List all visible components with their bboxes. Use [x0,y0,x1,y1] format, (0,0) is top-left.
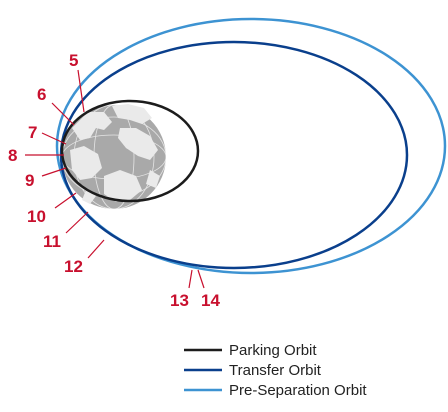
leader-line-6 [51,102,75,126]
leader-line-12 [87,239,105,259]
leader-line-7 [41,132,67,145]
leader-line-5 [77,69,85,113]
legend-item-transfer: Transfer Orbit [184,362,322,379]
legend-label-parking: Parking Orbit [229,342,317,359]
leader-line-14 [197,269,205,289]
pre-separation-orbit-path [55,17,447,275]
event-label-9: 9 [25,171,34,190]
earth-globe [61,104,167,210]
event-label-11: 11 [43,232,61,251]
leader-line-11 [65,211,89,234]
event-label-13: 13 [170,291,189,310]
legend-item-parking: Parking Orbit [184,342,317,359]
earth-landmass [70,104,160,204]
legend-label-pre-separation: Pre-Separation Orbit [229,382,367,399]
event-label-10: 10 [27,207,46,226]
event-leader-lines [25,69,205,289]
event-label-6: 6 [37,85,46,104]
legend: Parking Orbit Transfer Orbit Pre-Separat… [184,342,367,399]
event-label-7: 7 [28,123,37,142]
parking-orbit-path [60,99,200,203]
event-label-12: 12 [64,257,83,276]
leader-line-9 [41,167,67,177]
legend-label-transfer: Transfer Orbit [229,362,322,379]
leader-line-13 [188,269,193,289]
event-label-8: 8 [8,146,17,165]
leader-line-10 [54,192,77,209]
event-label-14: 14 [201,291,220,310]
event-label-5: 5 [69,51,78,70]
event-numbers: 5 6 7 8 9 10 11 12 13 14 [8,51,220,310]
legend-item-pre-separation: Pre-Separation Orbit [184,382,367,399]
